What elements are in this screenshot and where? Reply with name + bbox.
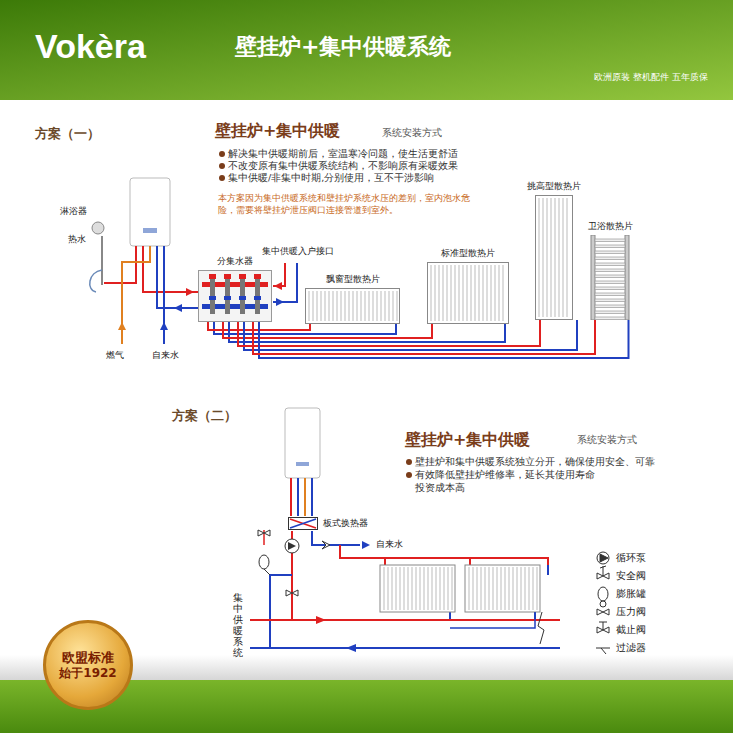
fin <box>448 567 449 610</box>
pipe-connector <box>223 322 505 342</box>
fin <box>529 567 530 610</box>
page-title: 壁挂炉+集中供暖系统 <box>235 34 451 60</box>
bullet-text: 不改变原有集中供暖系统结构，不影响原有采暖效果 <box>218 160 458 171</box>
part-label: 自来水 <box>152 350 179 361</box>
note-text: 本方案因为集中供暖系统和壁挂炉系统水压的差别，室内泡水危险，需要将壁挂炉泄压阀口… <box>218 192 473 216</box>
towel-radiator: 卫浴散热片 <box>587 221 634 320</box>
manifold-box: 分集水器 <box>197 256 273 322</box>
towel-radiator-shape <box>590 235 634 320</box>
fin <box>513 567 514 610</box>
legend-text: 膨胀罐 <box>616 588 646 599</box>
node-label: 板式换热器 <box>323 518 368 529</box>
node-label: 飘窗型散热片 <box>304 274 401 285</box>
bullet-text: 有效降低壁挂炉维修率，延长其使用寿命 投资成本高 <box>405 469 600 495</box>
manifold-box-shape <box>198 270 273 322</box>
radiator-fins <box>384 567 537 610</box>
radiator-shape <box>535 195 582 320</box>
fin <box>452 567 453 610</box>
fin <box>497 567 498 610</box>
fin <box>521 567 522 610</box>
badge-text: 始于1922 <box>59 666 116 680</box>
radiator: 挑高型散热片 <box>526 181 582 320</box>
logo: Vokèra <box>35 26 146 67</box>
fin <box>477 567 478 610</box>
part-label: 热水 <box>68 234 86 245</box>
pipe-connector <box>238 320 577 350</box>
scheme-title: 方案（二） <box>172 408 237 424</box>
section-heading: 壁挂炉+集中供暖 <box>405 430 530 449</box>
return-pipe <box>259 320 629 358</box>
fin <box>384 567 385 610</box>
legend-text: 过滤器 <box>616 642 646 653</box>
fin <box>505 567 506 610</box>
fin <box>388 567 389 610</box>
bullet-text: 解决集中供暖期前后，室温寒冷问题，使生活更舒适 <box>218 148 458 159</box>
fin <box>436 567 437 610</box>
fin <box>489 567 490 610</box>
supply-pipe <box>223 322 432 338</box>
radiator-shape <box>427 262 510 324</box>
part-label: 燃气 <box>106 350 124 361</box>
fin <box>444 567 445 610</box>
fin <box>469 567 470 610</box>
legend-text: 压力阀 <box>616 606 646 617</box>
scheme-title: 方案（一） <box>35 126 100 142</box>
fin <box>533 567 534 610</box>
fin <box>400 567 401 610</box>
fin <box>473 567 474 610</box>
badge-seal: 欧盟标准始于1922 <box>43 620 133 710</box>
heat-exchanger-symbol <box>288 517 318 530</box>
legend-text: 安全阀 <box>616 570 646 581</box>
part-label: 淋浴器 <box>60 206 87 217</box>
fin <box>412 567 413 610</box>
bullet-text: 集中供暖/非集中时期,分别使用，互不干涉影响 <box>218 172 434 183</box>
badge-text: 欧盟标准 <box>62 650 114 666</box>
radiator: 标准型散热片 <box>426 248 510 324</box>
radiator-shape <box>305 288 401 324</box>
vertical-label: 集中供暖系统 <box>233 592 243 658</box>
fin <box>432 567 433 610</box>
legend-text: 循环泵 <box>616 552 646 563</box>
node-label: 分集水器 <box>197 256 273 267</box>
fin <box>408 567 409 610</box>
radiator: 飘窗型散热片 <box>304 274 401 324</box>
legend-text: 截止阀 <box>616 624 646 635</box>
fin <box>392 567 393 610</box>
fin <box>424 567 425 610</box>
fin <box>396 567 397 610</box>
header-band <box>0 0 733 100</box>
fin <box>404 567 405 610</box>
supply-pipe <box>253 320 595 354</box>
subtitle: 欧洲原装 整机配件 五年质保 <box>594 72 708 83</box>
node-label: 标准型散热片 <box>426 248 510 259</box>
pipe-connector <box>253 320 629 358</box>
node-label: 挑高型散热片 <box>526 181 582 192</box>
heat-exchanger: 板式换热器 <box>288 517 368 530</box>
fin <box>525 567 526 610</box>
fin <box>440 567 441 610</box>
fin <box>517 567 518 610</box>
section-subheading: 系统安装方式 <box>577 434 637 446</box>
fin <box>420 567 421 610</box>
bullet-text: 壁挂炉和集中供暖系统独立分开，确保使用安全、可靠 <box>405 456 655 467</box>
fin <box>509 567 510 610</box>
node-label: 卫浴散热片 <box>587 221 634 232</box>
fin <box>493 567 494 610</box>
part-label: 自来水 <box>376 539 403 550</box>
fin <box>481 567 482 610</box>
section-subheading: 系统安装方式 <box>382 127 442 139</box>
fin <box>501 567 502 610</box>
fin <box>485 567 486 610</box>
fin <box>428 567 429 610</box>
fin <box>416 567 417 610</box>
legend-symbols <box>596 552 610 654</box>
section-heading: 壁挂炉+集中供暖 <box>215 121 340 140</box>
part-label: 集中供暖入户接口 <box>262 246 334 257</box>
scheme2-illustration <box>250 408 560 652</box>
fin <box>537 567 538 610</box>
